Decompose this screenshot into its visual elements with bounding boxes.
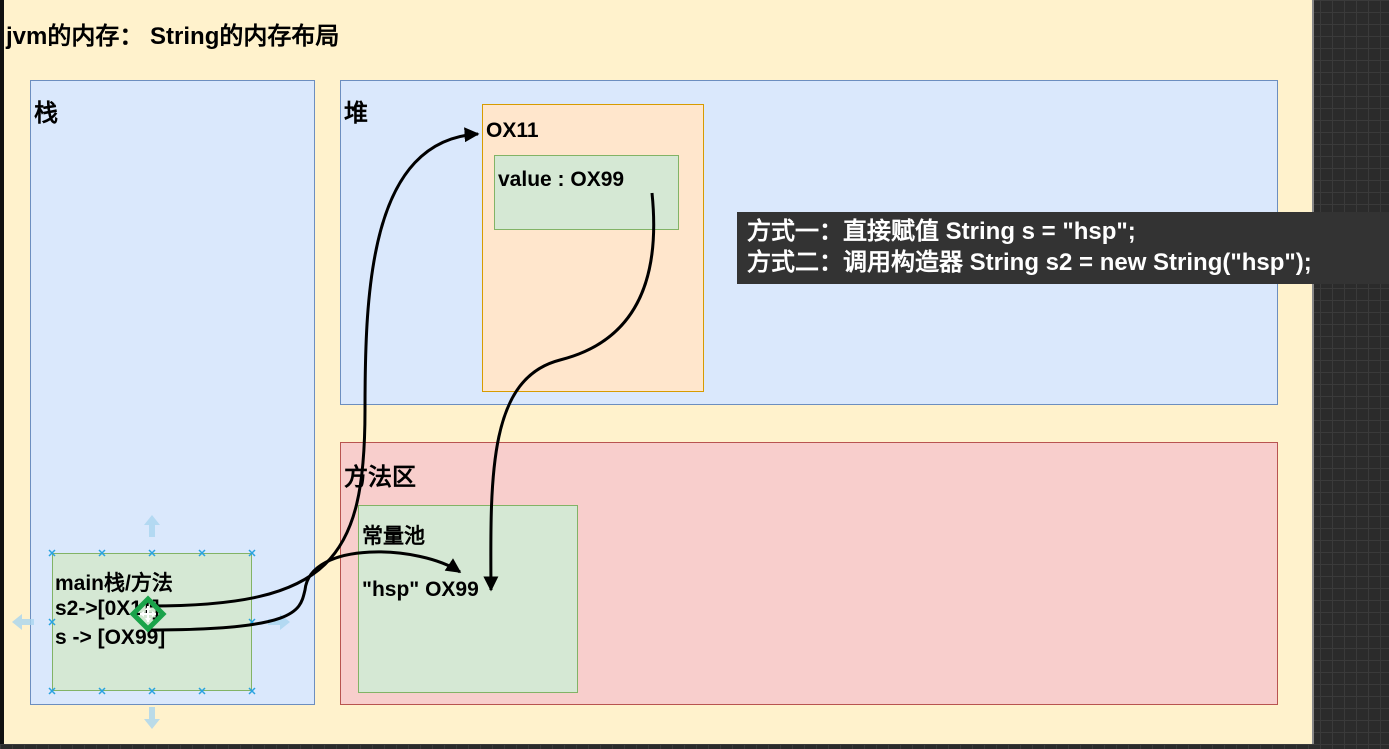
tooltip-line-1: 方式一：直接赋值 String s = "hsp"; [747,218,1136,245]
constant-pool-title: 常量池 [362,525,425,548]
handle-icon[interactable] [198,687,206,695]
heap-object-address: OX11 [486,119,539,142]
s-to-constant-pool-arrow[interactable] [149,550,462,632]
handle-icon[interactable] [148,687,156,695]
handle-icon[interactable] [48,618,56,626]
heap-label: 堆 [344,100,368,127]
handle-icon[interactable] [48,549,56,557]
method-area-label: 方法区 [344,464,416,491]
heap-object-box[interactable]: OX11 [482,104,704,392]
handle-icon[interactable] [98,687,106,695]
arrow-down-icon[interactable] [144,707,160,729]
handle-icon[interactable] [248,549,256,557]
value-to-constant-pool-arrow[interactable] [483,192,656,592]
main-frame-title: main栈/方法 [55,572,173,595]
handle-icon[interactable] [98,549,106,557]
s2-to-heap-object-arrow[interactable] [149,127,480,608]
constant-pool-box[interactable]: 常量池 "hsp" OX99 [358,505,578,693]
selected-point[interactable] [129,595,167,633]
diagram-title: jvm的内存： String的内存布局 [6,23,340,50]
stack-label: 栈 [34,100,58,127]
arrow-left-icon[interactable] [12,614,34,630]
value-field-text: value : OX99 [498,168,625,191]
constant-pool-entry: "hsp" OX99 [362,578,479,601]
main-frame-s-ref: s -> [OX99] [55,626,166,649]
handle-icon[interactable] [248,687,256,695]
value-field-box[interactable]: value : OX99 [494,155,679,230]
tooltip-box: 方式一：直接赋值 String s = "hsp"; 方式二：调用构造器 Str… [737,212,1389,284]
arrow-up-icon[interactable] [144,515,160,537]
main-frame-box[interactable]: main栈/方法 s2->[0X11] s -> [OX99] [52,553,252,691]
handle-icon[interactable] [148,549,156,557]
tooltip-line-2: 方式二：调用构造器 String s2 = new String("hsp"); [747,249,1312,276]
selection-handles[interactable] [48,549,256,695]
handle-icon[interactable] [198,549,206,557]
handle-icon[interactable] [48,687,56,695]
direction-arrows[interactable] [12,515,290,729]
